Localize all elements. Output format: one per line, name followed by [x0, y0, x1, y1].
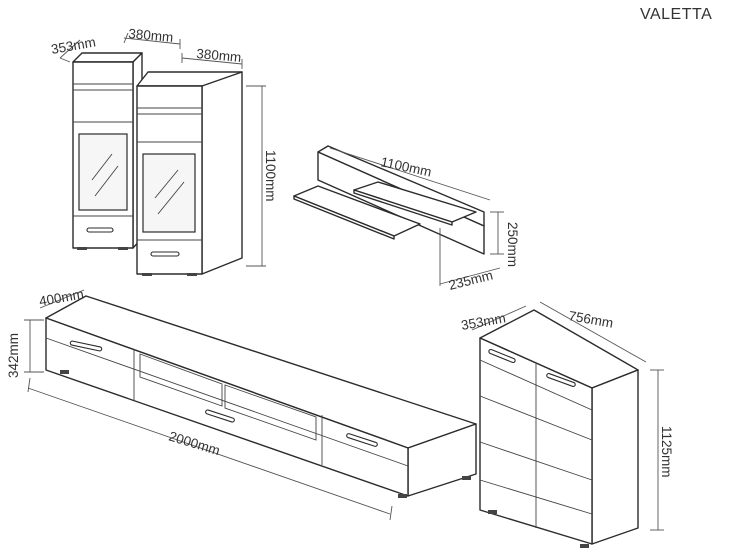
vitrine-left [72, 52, 143, 250]
label-shelf-depth: 235mm [447, 267, 494, 292]
label-chest-height: 1125mm [659, 426, 674, 478]
chest-dimension-lines [471, 301, 664, 531]
label-vitrine-width-right: 380mm [196, 46, 242, 65]
label-chest-width: 756mm [567, 308, 614, 331]
shelf-dimension-lines [329, 147, 504, 286]
vitrine-dimension-lines [59, 32, 266, 267]
label-vitrine-height: 1100mm [263, 150, 278, 202]
tv-stand [45, 295, 477, 498]
label-vitrine-width-left: 380mm [128, 26, 174, 45]
brand-label: VALETTA [640, 6, 713, 23]
label-shelf-height: 250mm [505, 222, 520, 267]
vitrine-right [136, 71, 243, 276]
label-tv-width: 2000mm [167, 429, 222, 459]
wall-shelf [293, 145, 485, 255]
chest [479, 309, 639, 548]
tv-dimension-lines [24, 289, 393, 521]
label-tv-height: 342mm [6, 333, 21, 378]
